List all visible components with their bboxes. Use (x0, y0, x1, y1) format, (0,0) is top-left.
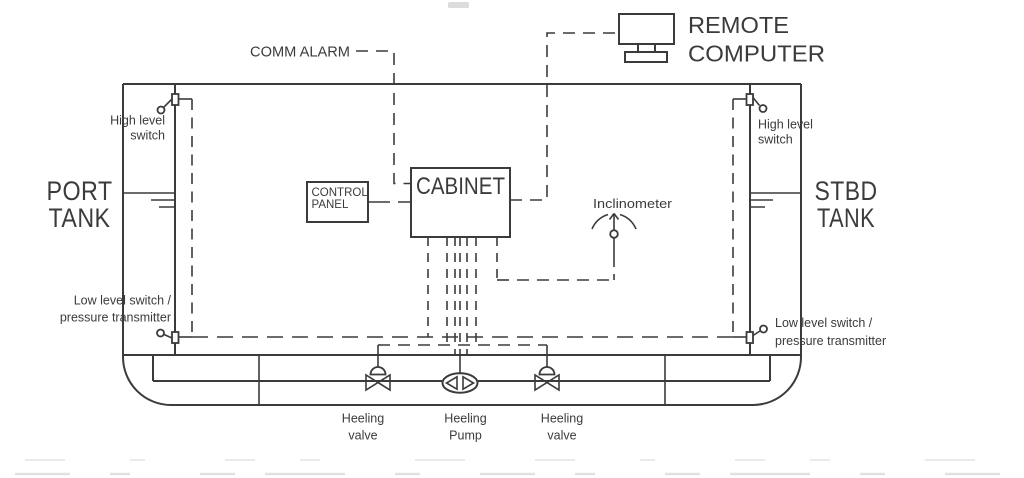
heeling-pump-label: Heeling Pump (444, 412, 486, 443)
heeling-valve-stbd-symbol (534, 366, 560, 392)
port-tank-label-line2: TANK (49, 203, 111, 233)
scan-artifacts (15, 2, 1018, 476)
stbd-high-level-switch-symbol (733, 93, 768, 113)
top-smudge-artifact (448, 2, 469, 8)
comm-alarm-line (356, 50, 411, 185)
inclinometer-label: Inclinometer (593, 197, 672, 211)
stbd-tank-water-level (750, 192, 801, 208)
heeling-valve-stbd-label: Heeling valve (541, 412, 583, 443)
valve-body (365, 373, 391, 392)
port-tank-label-line1: PORT (47, 176, 113, 206)
remote-computer-line (510, 32, 617, 201)
bottom-shell-bilge (122, 356, 802, 406)
heeling-pump-symbol (441, 372, 479, 394)
monitor-neck (637, 43, 656, 53)
valve-actuator-dome (369, 366, 387, 376)
heeling-valve-port-label-line2: valve (348, 429, 377, 443)
heeling-valve-stbd-label-line2: valve (547, 429, 576, 443)
stbd-tank-label-line2: TANK (817, 203, 875, 233)
comm-alarm-label: COMM ALARM (250, 44, 350, 61)
valve-actuator-dome (538, 366, 556, 376)
heeling-valve-port-label: Heeling valve (342, 412, 384, 443)
heeling-pump-label-line2: Pump (449, 429, 482, 443)
heeling-piping (152, 355, 771, 382)
heeling-pump-label-line1: Heeling (444, 412, 486, 426)
port-low-level-switch-label: Low level switch / pressure transmitter (60, 294, 172, 325)
cabinet-label: CABINET (416, 173, 505, 200)
heeling-valve-stbd-label-line1: Heeling (541, 412, 583, 426)
port-high-level-label-line1: High level (110, 114, 165, 128)
remote-computer-icon (618, 13, 675, 63)
stbd-tank-label: STBD TANK (815, 176, 878, 233)
monitor-screen (618, 13, 675, 45)
stbd-low-level-switch-symbol (733, 324, 768, 344)
stbd-high-level-switch-label: High level switch (758, 118, 813, 147)
port-tank-label: PORT TANK (47, 176, 113, 233)
stbd-low-level-label-line2: pressure transmitter (775, 334, 886, 348)
remote-computer-label-line2: COMPUTER (688, 41, 825, 67)
stbd-high-level-label-line2: switch (758, 133, 793, 147)
remote-computer-label-line1: REMOTE (688, 12, 789, 38)
port-low-level-label-line2: pressure transmitter (60, 311, 171, 325)
port-tank-water-level (123, 192, 174, 208)
stbd-high-level-label-line1: High level (758, 118, 813, 132)
stbd-tank-label-line1: STBD (815, 176, 878, 206)
control-panel-box: CONTROL PANEL (306, 181, 369, 223)
monitor-base (624, 51, 668, 63)
port-high-level-switch-label: High level switch (110, 114, 165, 143)
sensor-signal-lines (191, 99, 734, 338)
cabinet-box: CABINET (410, 167, 511, 238)
port-high-level-switch-symbol (156, 93, 192, 115)
heeling-valve-port-label-line1: Heeling (342, 412, 384, 426)
control-panel-label-line2: PANEL (312, 199, 349, 211)
port-high-level-label-line2: switch (130, 129, 165, 143)
heeling-valve-port-symbol (365, 366, 391, 392)
stbd-low-level-label-line1: Low level switch / (775, 316, 873, 330)
cabinet-control-lines (377, 237, 615, 374)
ship-hull (122, 83, 802, 406)
stbd-low-level-switch-label: Low level switch / pressure transmitter (775, 316, 886, 348)
port-low-level-switch-symbol (156, 328, 192, 344)
inclinometer-symbol (591, 213, 637, 239)
port-low-level-label-line1: Low level switch / (74, 294, 172, 308)
valve-body (534, 373, 560, 392)
control-panel-label-line1: CONTROL (312, 187, 369, 199)
